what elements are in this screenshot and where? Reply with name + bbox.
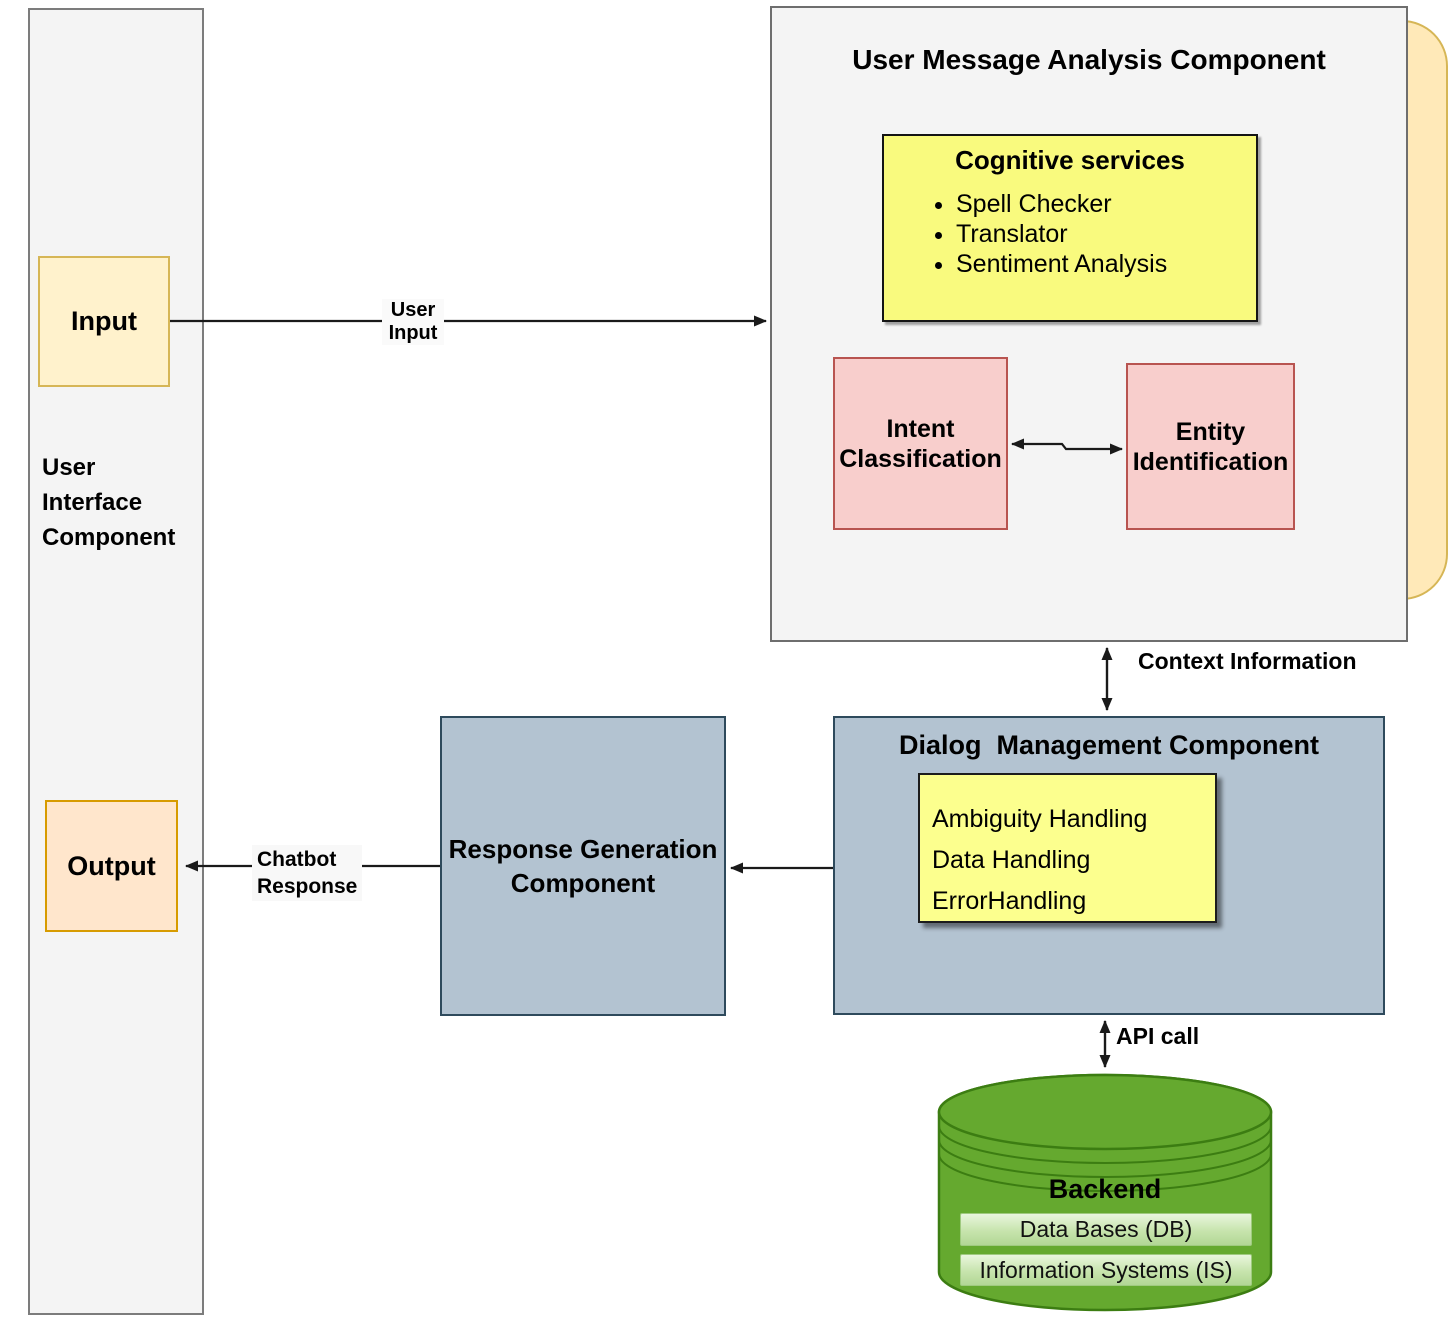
handler-item: ErrorHandling: [932, 887, 1087, 915]
input-node: Input: [38, 256, 170, 387]
intent-classification-node: Intent Classification: [833, 357, 1008, 530]
cognitive-service-item: Spell Checker: [956, 189, 1256, 219]
context-information-arrow-label: Context Information: [1138, 648, 1357, 674]
cognitive-services-node: Cognitive services Spell Checker Transla…: [882, 134, 1258, 322]
user-message-analysis-title: User Message Analysis Component: [852, 44, 1326, 75]
output-node-label: Output: [67, 850, 156, 881]
databases-bar: Data Bases (DB): [960, 1213, 1252, 1246]
backend-database-cylinder: [937, 1073, 1273, 1312]
cognitive-services-title: Cognitive services: [955, 145, 1185, 175]
cognitive-service-item: Translator: [956, 219, 1256, 249]
user-interface-component-label: User Interface Component: [42, 454, 176, 551]
response-generation-node: Response Generation Component: [440, 716, 726, 1016]
output-node: Output: [45, 800, 178, 932]
entity-identification-node: Entity Identification: [1126, 363, 1295, 530]
dialog-handlers-note: Ambiguity Handling Data Handling ErrorHa…: [918, 773, 1217, 923]
dialog-management-title: Dialog Management Component: [898, 730, 1320, 760]
input-node-label: Input: [71, 306, 137, 336]
user-message-analysis-panel: [770, 6, 1408, 642]
backend-title: Backend: [1048, 1174, 1162, 1204]
cognitive-services-list: Spell Checker Translator Sentiment Analy…: [884, 189, 1256, 279]
handler-item: Data Handling: [932, 846, 1091, 874]
chatbot-response-arrow-label: Chatbot Response: [252, 845, 363, 901]
user-interface-component-panel: [28, 8, 204, 1315]
information-systems-bar: Information Systems (IS): [960, 1254, 1252, 1286]
cognitive-service-item: Sentiment Analysis: [956, 249, 1256, 279]
handler-item: Ambiguity Handling: [932, 805, 1148, 833]
user-input-arrow-label: User Input: [382, 299, 444, 345]
api-call-arrow-label: API call: [1116, 1023, 1200, 1049]
